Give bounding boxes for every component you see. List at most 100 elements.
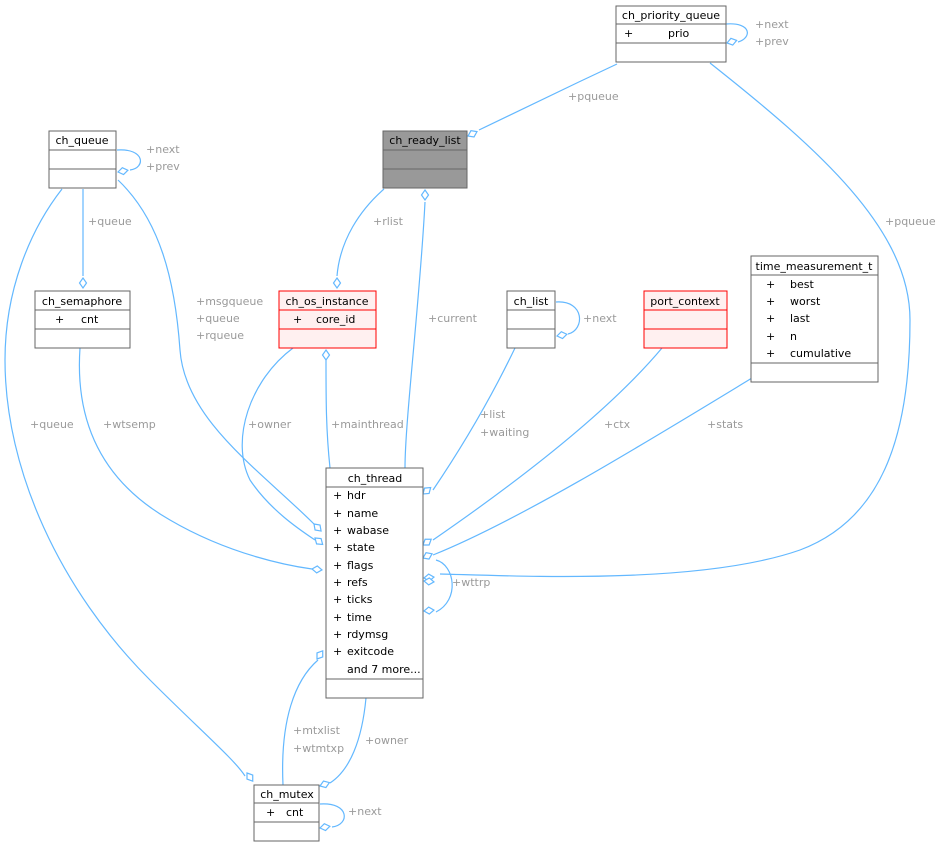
attr-visibility: + (333, 611, 342, 624)
edge-thread-osinstance-owner (241, 347, 316, 541)
attr-name: hdr (347, 489, 366, 502)
edge-pqueue-thread (439, 62, 911, 578)
attr-name: cumulative (790, 347, 851, 360)
edge-label: +list (480, 408, 506, 421)
edge-label: +rlist (373, 215, 404, 228)
node-ch-thread[interactable]: ch_thread + hdr + name + wabase + state … (325, 467, 424, 699)
edge-label: +next (348, 805, 382, 818)
attr-visibility: + (766, 278, 775, 291)
edge-label: +next (583, 312, 617, 325)
edge-label: +next (755, 18, 789, 31)
edge-label: +mainthread (331, 418, 404, 431)
edge-pqueue-ready (478, 63, 618, 131)
edge-label: +queue (88, 215, 132, 228)
aggregation-diamond (465, 127, 480, 140)
edge-priority-queue-self (725, 23, 748, 43)
node-ch-semaphore[interactable]: ch_semaphore + cnt (34, 290, 131, 349)
edge-label: +ctx (604, 418, 631, 431)
node-ch-ready-list[interactable]: ch_ready_list (382, 130, 468, 189)
edge-ready-osinstance (336, 188, 385, 277)
node-title: time_measurement_t (756, 260, 874, 273)
attr-visibility: + (333, 576, 342, 589)
attr-name: core_id (316, 313, 355, 326)
attr-visibility: + (766, 330, 775, 343)
edge-mutex-thread-mtxlist (282, 659, 319, 786)
attr-name: wabase (347, 524, 389, 537)
node-title: ch_os_instance (285, 295, 368, 308)
attr-name: ticks (347, 593, 373, 606)
edge-thread-self (435, 559, 453, 613)
attr-more[interactable]: and 7 more... (347, 663, 421, 676)
attr-name: cnt (286, 806, 304, 819)
aggregation-diamond (318, 822, 332, 833)
attr-name: prio (668, 27, 690, 40)
edge-label: +queue (30, 418, 74, 431)
attr-visibility: + (333, 628, 342, 641)
node-port-context[interactable]: port_context (643, 290, 728, 349)
edge-timemeasurement-thread (432, 377, 753, 556)
attr-name: rdymsg (347, 628, 388, 641)
node-title: ch_ready_list (389, 134, 461, 147)
attr-visibility: + (766, 347, 775, 360)
node-title: ch_mutex (260, 788, 314, 801)
edge-label: +queue (196, 312, 240, 325)
aggregation-diamond (313, 648, 327, 662)
attr-visibility: + (266, 806, 275, 819)
edge-label: +current (428, 312, 478, 325)
aggregation-diamond (243, 770, 257, 784)
attr-visibility: + (333, 645, 342, 658)
attr-visibility: + (766, 312, 775, 325)
attr-name: worst (790, 295, 821, 308)
edge-label: +owner (365, 734, 409, 747)
attr-visibility: + (333, 507, 342, 520)
attr-name: refs (347, 576, 368, 589)
edge-mutex-self (319, 803, 345, 828)
edge-portcontext-thread (432, 347, 663, 541)
edge-ready-thread (404, 201, 426, 469)
aggregation-diamond (116, 166, 130, 177)
attr-name: time (347, 611, 372, 624)
aggregation-diamond (332, 277, 342, 289)
aggregation-diamond (321, 349, 331, 361)
attr-visibility: + (333, 559, 342, 572)
attr-visibility: + (333, 593, 342, 606)
edge-label: +prev (755, 35, 789, 48)
node-title: port_context (650, 295, 720, 308)
edge-label: +pqueue (568, 90, 619, 103)
aggregation-diamond (318, 778, 332, 790)
attr-name: state (347, 541, 375, 554)
node-ch-os-instance[interactable]: ch_os_instance + core_id (278, 290, 377, 349)
node-ch-queue[interactable]: ch_queue (48, 130, 117, 189)
aggregation-diamond (78, 277, 88, 289)
attr-visibility: + (333, 489, 342, 502)
node-title: ch_list (514, 295, 549, 308)
attr-name: n (790, 330, 797, 343)
node-title: ch_priority_queue (622, 9, 720, 22)
attr-name: name (347, 507, 378, 520)
attr-name: exitcode (347, 645, 394, 658)
attr-name: last (790, 312, 811, 325)
edge-label: +waiting (480, 426, 529, 439)
edge-labels: +next +prev +pqueue +pqueue +next +prev … (30, 18, 936, 818)
edge-label: +prev (146, 160, 180, 173)
edge-osinstance-mainthread (325, 359, 331, 469)
node-time-measurement-t[interactable]: time_measurement_t + best + worst + last… (750, 255, 879, 383)
attr-visibility: + (766, 295, 775, 308)
node-ch-mutex[interactable]: ch_mutex + cnt (253, 784, 320, 842)
attr-visibility: + (293, 313, 302, 326)
aggregation-diamond (725, 36, 739, 47)
node-ch-list[interactable]: ch_list (506, 290, 556, 349)
attr-visibility: + (624, 27, 633, 40)
node-title: ch_thread (348, 472, 403, 485)
edge-label: +msgqueue (196, 295, 263, 308)
attr-visibility: + (333, 524, 342, 537)
edge-label: +next (146, 143, 180, 156)
node-title: ch_semaphore (42, 295, 122, 308)
aggregation-diamond (310, 520, 325, 535)
edge-label: +wtsemp (103, 418, 156, 431)
edges (4, 23, 911, 833)
edge-label: +pqueue (885, 215, 936, 228)
attr-name: cnt (81, 313, 99, 326)
node-ch-priority-queue[interactable]: ch_priority_queue + prio (615, 5, 727, 63)
